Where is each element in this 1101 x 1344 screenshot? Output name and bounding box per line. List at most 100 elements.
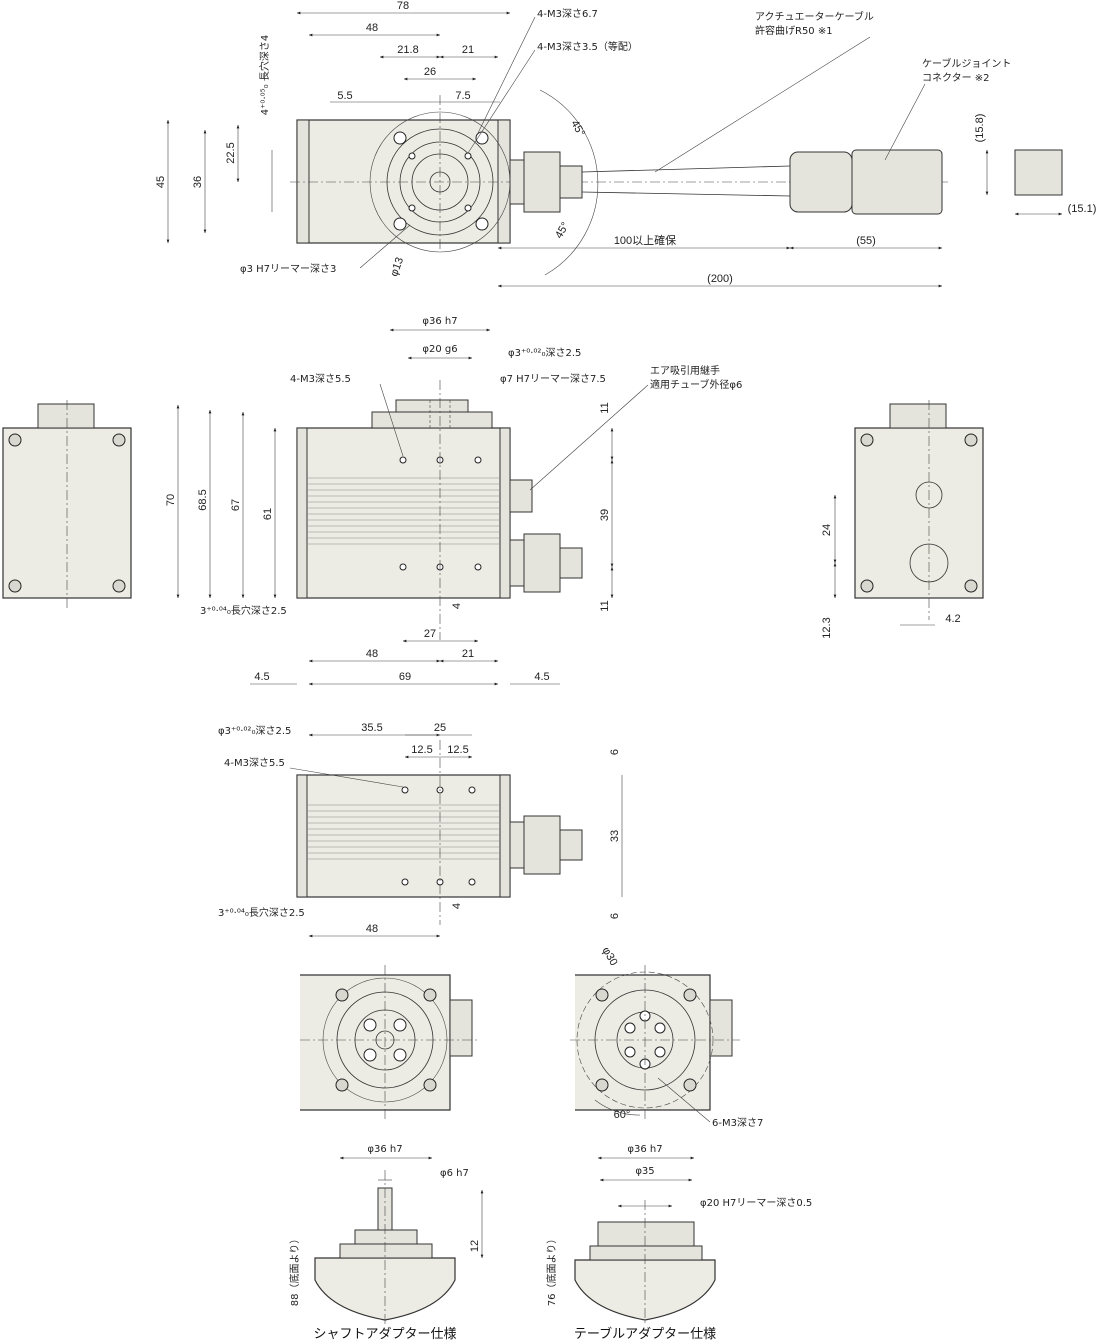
end-cap-left: [296, 119, 310, 244]
note-air-line1: エア吸引用継手: [650, 364, 720, 377]
dim-69: 69: [399, 671, 411, 683]
cable-joint-connector: [851, 149, 943, 215]
dim-21-8: 21.8: [397, 44, 418, 56]
dim-4-bottom: 4: [451, 903, 463, 909]
note-connector-line1: ケーブルジョイント: [922, 57, 1011, 70]
note-m3-depth-5-5: 4-M3深さ5.5: [290, 373, 351, 385]
note-phi36-h7: φ36 h7: [422, 316, 457, 327]
shaft-height-88: 88（底面より）: [288, 1234, 301, 1307]
shaft-phi6: φ6 h7: [440, 1168, 469, 1179]
dim-67: 67: [230, 499, 242, 511]
actuator-body-side: [296, 427, 511, 599]
angle-45-upper: 45°: [568, 118, 587, 138]
dim-21-side: 21: [462, 648, 474, 660]
dim-15-1: (15.1): [1068, 203, 1097, 215]
dim-26: 26: [424, 66, 436, 78]
dim-6-bottom: 6: [609, 913, 621, 919]
shaft-adapter-top: [300, 965, 480, 1120]
dim-12-5-right: 12.5: [447, 744, 468, 756]
note-slot-bottom: 3⁺⁰·⁰⁴₀長穴深さ2.5: [218, 906, 305, 919]
rotor-side: [395, 399, 469, 413]
dim-39: 39: [599, 509, 611, 521]
dim-48-bottom: 48: [366, 923, 378, 935]
dim-200: (200): [707, 273, 733, 285]
note-6-m3: 6-M3深さ7: [712, 1117, 763, 1129]
dim-100: 100以上確保: [614, 233, 676, 247]
end-cap-right: [497, 119, 511, 244]
note-slot-top: 4⁺⁰·⁰⁵₀ 長穴深さ4: [258, 35, 271, 115]
dim-24: 24: [821, 524, 833, 536]
caption-shaft-adapter: シャフトアダプター仕様: [313, 1327, 456, 1342]
side-view: 70 68.5 67 61 11 39 11 4 27 48 21 4.5 69…: [2, 316, 984, 686]
dim-4-5-left: 4.5: [254, 671, 269, 683]
table-plate: [597, 1221, 695, 1247]
note-reamer-phi7: φ7 H7リーマー深さ7.5: [500, 373, 606, 385]
dim-27: 27: [424, 628, 436, 640]
dim-22-5: 22.5: [225, 142, 237, 163]
cooling-fins: [307, 477, 500, 545]
phi-13: φ13: [388, 256, 406, 278]
table-adapter-side: φ36 h7 φ35 φ20 H7リーマー深さ0.5 76（底面より） テーブル…: [545, 1144, 812, 1342]
note-reamer-phi3: φ3 H7リーマー深さ3: [240, 263, 336, 275]
m3-hole-bl: [393, 217, 407, 231]
cable-fitting-nut: [523, 151, 561, 213]
m3-small-hole-2: [464, 152, 472, 160]
dim-6-top: 6: [609, 749, 621, 755]
dim-78: 78: [397, 0, 409, 12]
dim-48: 48: [366, 22, 378, 34]
dim-4-5-right: 4.5: [534, 671, 549, 683]
dim-12-3: 12.3: [821, 617, 833, 638]
note-m3-depth-6-7: 4-M3深さ6.7: [537, 8, 598, 20]
top-view: 78 48 21.8 21 26 5.5 7.5 45 36 22.5 4⁺⁰·…: [155, 0, 1097, 288]
dim-70: 70: [165, 494, 177, 506]
actuator-body-bottom: [296, 774, 511, 898]
dim-15-8: (15.8): [974, 114, 986, 143]
dim-25: 25: [434, 722, 446, 734]
shaft-phi36: φ36 h7: [367, 1144, 402, 1155]
dim-61: 61: [262, 508, 274, 520]
note-cable-line1: アクチュエーターケーブル: [755, 10, 874, 23]
dim-7-5: 7.5: [455, 90, 470, 102]
connector-end-view: [1014, 149, 1063, 196]
end-view-right: [854, 427, 984, 599]
dim-4-side: 4: [451, 603, 463, 609]
dim-12-5-left: 12.5: [411, 744, 432, 756]
phi-30: φ30: [600, 945, 620, 968]
table-adapter-top: φ30 60° 6-M3深さ7: [570, 945, 763, 1129]
m3-hole-br: [475, 217, 489, 231]
note-pin-bottom: φ3⁺⁰·⁰²₀深さ2.5: [218, 725, 291, 737]
note-connector-line2: コネクター ※2: [922, 72, 990, 84]
table-phi35: φ35: [635, 1166, 654, 1177]
angle-60: 60°: [614, 1109, 631, 1121]
air-fitting: [509, 479, 533, 513]
bottom-view: 35.5 25 12.5 12.5 6 33 6 4 48 φ3⁺⁰·⁰²₀深さ…: [218, 722, 623, 938]
shaft-adapter-side: φ36 h7 φ6 h7 12 88（底面より） シャフトアダプター仕様: [288, 1144, 484, 1342]
table-height-76: 76（底面より）: [545, 1234, 558, 1307]
note-cable-line2: 許容曲げR50 ※1: [755, 24, 833, 37]
dim-5-5: 5.5: [337, 90, 352, 102]
dim-55: (55): [856, 235, 876, 247]
m3-small-hole-1: [408, 152, 416, 160]
m3-small-hole-4: [464, 204, 472, 212]
shaft-dim-12: 12: [469, 1240, 481, 1252]
dim-11-top: 11: [599, 402, 611, 413]
note-air-line2: 適用チューブ外径φ6: [650, 378, 742, 391]
cable-fitting-tip: [559, 165, 583, 199]
note-m3-depth-3-5: 4-M3深さ3.5（等配）: [537, 40, 638, 53]
angle-45-lower: 45°: [553, 220, 572, 240]
dim-4-2: 4.2: [945, 613, 960, 625]
table-phi20: φ20 H7リーマー深さ0.5: [700, 1197, 812, 1209]
caption-table-adapter: テーブルアダプター仕様: [574, 1326, 716, 1342]
note-phi20-g6: φ20 g6: [422, 344, 457, 355]
cable-fitting-base: [509, 159, 525, 205]
table-phi36: φ36 h7: [627, 1144, 662, 1155]
cable-joint-boot: [789, 151, 853, 213]
dim-48-side: 48: [366, 648, 378, 660]
note-slot-side: 3⁺⁰·⁰⁴₀長穴深さ2.5: [200, 604, 287, 617]
note-pin-phi3: φ3⁺⁰·⁰²₀深さ2.5: [508, 347, 581, 359]
m3-hole-tl: [393, 131, 407, 145]
note-m3-bottom: 4-M3深さ5.5: [224, 757, 285, 769]
dim-33: 33: [609, 830, 621, 842]
dim-21: 21: [462, 44, 474, 56]
